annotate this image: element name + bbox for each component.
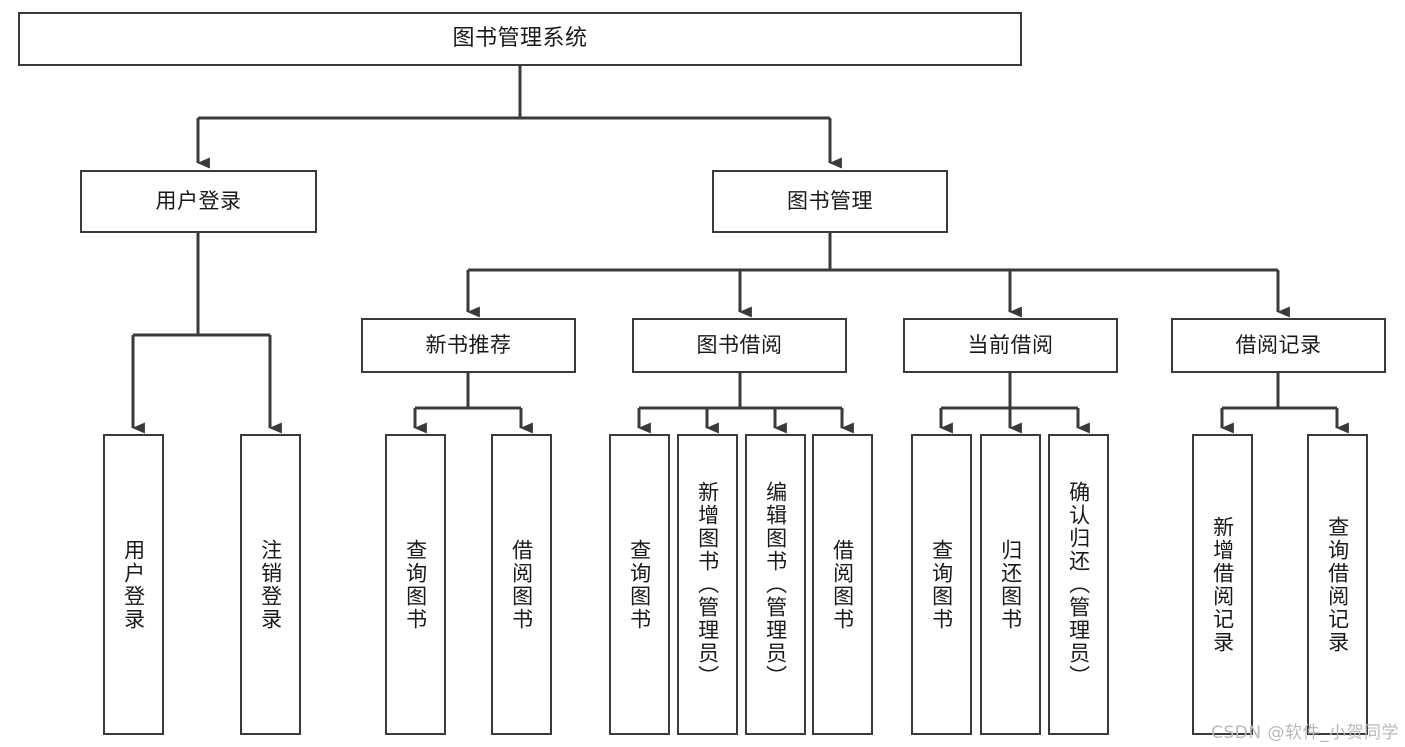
node-book-borrow[interactable]: 图书借阅 (632, 318, 847, 373)
node-leaf-borrow-book-2-label: 借阅图书 (830, 538, 855, 631)
node-root[interactable]: 图书管理系统 (18, 12, 1022, 66)
node-leaf-query-book-1[interactable]: 查询图书 (385, 434, 446, 735)
node-leaf-confirm-return[interactable]: 确认归还（管理员） (1048, 434, 1109, 735)
node-leaf-user-login-label: 用户登录 (121, 538, 146, 631)
node-leaf-user-logout-label: 注销登录 (258, 538, 283, 631)
node-root-label: 图书管理系统 (452, 25, 588, 51)
node-new-book-recommend[interactable]: 新书推荐 (361, 318, 576, 373)
node-leaf-query-book-3-label: 查询图书 (929, 538, 954, 631)
node-leaf-borrow-book-2[interactable]: 借阅图书 (812, 434, 873, 735)
node-leaf-query-book-2-label: 查询图书 (627, 538, 652, 631)
node-leaf-edit-book[interactable]: 编辑图书（管理员） (745, 434, 806, 735)
node-leaf-return-book-label: 归还图书 (998, 538, 1023, 631)
node-leaf-edit-book-label: 编辑图书（管理员） (763, 481, 788, 688)
node-leaf-user-login[interactable]: 用户登录 (103, 434, 164, 735)
node-leaf-borrow-book-1-label: 借阅图书 (509, 538, 534, 631)
node-leaf-query-book-1-label: 查询图书 (403, 538, 428, 631)
node-leaf-add-book[interactable]: 新增图书（管理员） (677, 434, 738, 735)
node-new-book-recommend-label: 新书推荐 (425, 332, 512, 357)
node-current-borrow-label: 当前借阅 (967, 332, 1054, 357)
node-book-manage[interactable]: 图书管理 (712, 170, 948, 233)
node-leaf-query-record[interactable]: 查询借阅记录 (1307, 434, 1368, 735)
node-leaf-query-record-label: 查询借阅记录 (1325, 515, 1350, 654)
node-leaf-user-logout[interactable]: 注销登录 (240, 434, 301, 735)
node-user-login-label: 用户登录 (155, 188, 242, 213)
node-leaf-add-book-label: 新增图书（管理员） (695, 481, 720, 688)
node-borrow-record-label: 借阅记录 (1235, 332, 1322, 357)
node-book-manage-label: 图书管理 (787, 188, 873, 213)
watermark: CSDN @软件_小贺同学 (1211, 723, 1399, 743)
node-borrow-record[interactable]: 借阅记录 (1171, 318, 1386, 373)
node-leaf-query-book-3[interactable]: 查询图书 (911, 434, 972, 735)
node-leaf-confirm-return-label: 确认归还（管理员） (1066, 481, 1091, 688)
node-user-login[interactable]: 用户登录 (80, 170, 317, 233)
node-leaf-add-record[interactable]: 新增借阅记录 (1192, 434, 1253, 735)
node-leaf-query-book-2[interactable]: 查询图书 (609, 434, 670, 735)
node-book-borrow-label: 图书借阅 (696, 332, 783, 357)
node-leaf-borrow-book-1[interactable]: 借阅图书 (491, 434, 552, 735)
node-leaf-add-record-label: 新增借阅记录 (1210, 515, 1235, 654)
node-current-borrow[interactable]: 当前借阅 (903, 318, 1118, 373)
node-leaf-return-book[interactable]: 归还图书 (980, 434, 1041, 735)
